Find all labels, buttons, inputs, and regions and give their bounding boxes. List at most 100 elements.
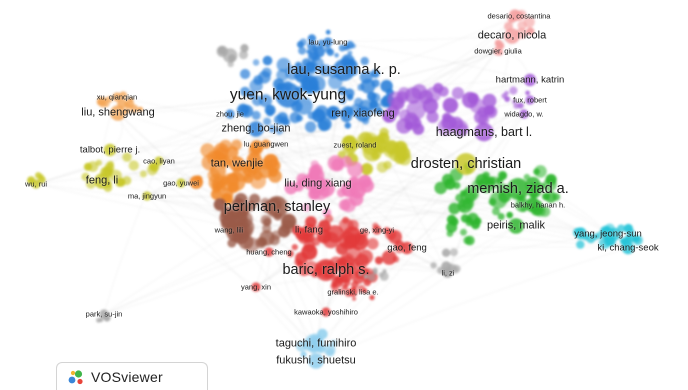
author-label-fux-robert[interactable]: fux, robert — [513, 95, 547, 105]
author-label-baric-ralph-s[interactable]: baric, ralph s. — [282, 261, 370, 278]
author-node-wu-rui[interactable] — [31, 179, 41, 189]
author-label-li-fang[interactable]: li, fang — [295, 224, 323, 236]
author-label-tan-wenjie[interactable]: tan, wenjie — [210, 157, 264, 170]
author-node-gao-feng[interactable] — [400, 241, 414, 255]
author-label-dowgier-giulia[interactable]: dowgier, giulia — [474, 46, 522, 56]
author-node-wang-lili[interactable] — [224, 225, 234, 235]
author-label-gralinski-lisa-e[interactable]: gralinski, lisa e. — [327, 287, 379, 297]
author-node-li-zi[interactable] — [443, 268, 453, 278]
author-label-balkhy-hanan-h[interactable]: balkhy, hanan h. — [510, 200, 566, 210]
author-node-lau-susanna-k-p[interactable] — [333, 59, 355, 81]
author-label-wang-lili[interactable]: wang, lili — [214, 225, 244, 235]
author-node-zhou-jie[interactable] — [225, 109, 235, 119]
coauthor-link — [109, 149, 317, 362]
author-label-kawaoka-yoshihiro[interactable]: kawaoka, yoshihiro — [294, 307, 358, 317]
author-label-zhou-jie[interactable]: zhou, jie — [216, 109, 244, 119]
author-node-kawaoka-yoshihiro[interactable] — [321, 307, 331, 317]
author-node-ki-chang-seok[interactable] — [621, 241, 635, 255]
author-node-li-fang[interactable] — [302, 223, 316, 237]
author-label-cao-liyan[interactable]: cao, liyan — [143, 156, 175, 166]
author-label-hartmann-katrin[interactable]: hartmann, katrin — [495, 74, 565, 86]
author-node-gao-yuwei[interactable] — [176, 178, 186, 188]
author-node-taguchi-fumihiro[interactable] — [308, 336, 324, 352]
author-label-park-su-jin[interactable]: park, su-jin — [85, 309, 123, 319]
author-node-decaro-nicola[interactable] — [504, 28, 520, 44]
author-label-haagmans-bart-l[interactable]: haagmans, bart l. — [435, 124, 533, 139]
author-node-lu-guangwen[interactable] — [261, 139, 271, 149]
author-node — [357, 83, 365, 91]
author-node-lau-yu-lung[interactable] — [323, 37, 333, 47]
author-node-fux-robert[interactable] — [525, 95, 535, 105]
author-node — [323, 343, 336, 356]
author-node — [456, 124, 469, 136]
author-node-haagmans-bart-l[interactable] — [474, 122, 494, 142]
author-node-baric-ralph-s[interactable] — [315, 259, 337, 281]
author-node-peiris-malik[interactable] — [508, 218, 524, 234]
author-node-ma-jingyun[interactable] — [142, 191, 152, 201]
author-node-ge-xing-yi[interactable] — [372, 225, 382, 235]
author-node-yang-jeong-sun[interactable] — [601, 227, 615, 241]
author-node-perlman-stanley[interactable] — [266, 196, 288, 218]
author-node-drosten-christian[interactable] — [455, 153, 477, 175]
author-label-widagdo-w[interactable]: widagdo, w. — [504, 109, 544, 119]
author-label-yuen-kwok-yung[interactable]: yuen, kwok-yung — [229, 86, 347, 104]
author-node — [363, 274, 368, 279]
author-node-talbot-pierre-j[interactable] — [103, 143, 117, 157]
author-node-balkhy-hanan-h[interactable] — [533, 200, 543, 210]
author-label-desario-costantina[interactable]: desario, costantina — [487, 11, 551, 21]
author-label-liu-ding-xiang[interactable]: liu, ding xiang — [284, 177, 352, 190]
author-label-wu-rui[interactable]: wu, rui — [24, 179, 48, 189]
author-label-lau-yu-lung[interactable]: lau, yu-lung — [308, 37, 348, 47]
author-node-gralinski-lisa-e[interactable] — [348, 287, 358, 297]
author-label-ge-xing-yi[interactable]: ge, xing-yi — [359, 225, 395, 235]
author-label-taguchi-fumihiro[interactable]: taguchi, fumihiro — [275, 337, 357, 350]
author-label-yang-xin[interactable]: yang, xin — [240, 282, 272, 292]
author-label-ki-chang-seok[interactable]: ki, chang-seok — [597, 242, 659, 254]
author-label-feng-li[interactable]: feng, li — [85, 174, 119, 187]
author-node-zuest-roland[interactable] — [350, 140, 360, 150]
author-node-tan-wenjie[interactable] — [229, 156, 245, 172]
author-node — [85, 178, 96, 189]
author-label-gao-yuwei[interactable]: gao, yuwei — [163, 178, 199, 188]
author-node-liu-shengwang[interactable] — [110, 105, 126, 121]
author-label-decaro-nicola[interactable]: decaro, nicola — [477, 29, 547, 42]
author-label-fukushi-shuetsu[interactable]: fukushi, shuetsu — [276, 354, 356, 367]
author-node — [324, 214, 334, 223]
author-label-peiris-malik[interactable]: peiris, malik — [486, 219, 546, 232]
author-node-feng-li[interactable] — [94, 173, 110, 189]
author-label-gao-feng[interactable]: gao, feng — [387, 242, 427, 254]
author-label-lau-susanna-k-p[interactable]: lau, susanna k. p. — [287, 61, 401, 78]
author-node-huang-cheng[interactable] — [264, 247, 274, 257]
author-node-yang-xin[interactable] — [251, 282, 261, 292]
author-node-xu-qianqian[interactable] — [112, 92, 122, 102]
author-label-liu-shengwang[interactable]: liu, shengwang — [81, 106, 155, 119]
author-label-zuest-roland[interactable]: zuest, roland — [333, 140, 377, 150]
author-node-park-su-jin[interactable] — [99, 309, 109, 319]
author-node — [339, 199, 351, 211]
author-label-ren-xiaofeng[interactable]: ren, xiaofeng — [331, 107, 395, 120]
coauthor-link — [236, 79, 531, 165]
author-node-desario-costantina[interactable] — [514, 11, 524, 21]
author-node-hartmann-katrin[interactable] — [523, 73, 537, 87]
author-node-liu-ding-xiang[interactable] — [310, 176, 326, 192]
author-node-yuen-kwok-yung[interactable] — [275, 82, 301, 108]
author-label-ma-jingyun[interactable]: ma, jingyun — [127, 191, 167, 201]
author-node-ren-xiaofeng[interactable] — [355, 106, 371, 122]
author-node-widagdo-w[interactable] — [519, 109, 529, 119]
author-label-xu-qianqian[interactable]: xu, qianqian — [96, 92, 138, 102]
author-label-huang-cheng[interactable]: huang, cheng — [246, 247, 292, 257]
author-node-cao-liyan[interactable] — [154, 156, 164, 166]
author-label-zheng-bo-jian[interactable]: zheng, bo-jian — [221, 122, 291, 135]
author-node-memish-ziad-a[interactable] — [507, 178, 529, 200]
author-label-memish-ziad-a[interactable]: memish, ziad a. — [467, 180, 569, 197]
author-label-perlman-stanley[interactable]: perlman, stanley — [223, 198, 331, 215]
author-label-yang-jeong-sun[interactable]: yang, jeong-sun — [574, 228, 642, 240]
author-label-lu-guangwen[interactable]: lu, guangwen — [243, 139, 289, 149]
author-label-li-zi[interactable]: li, zi — [441, 268, 455, 278]
author-node-zheng-bo-jian[interactable] — [248, 121, 264, 137]
author-label-talbot-pierre-j[interactable]: talbot, pierre j. — [79, 144, 141, 156]
author-node-fukushi-shuetsu[interactable] — [308, 353, 324, 369]
author-node-dowgier-giulia[interactable] — [493, 46, 503, 56]
author-label-drosten-christian[interactable]: drosten, christian — [410, 155, 522, 172]
